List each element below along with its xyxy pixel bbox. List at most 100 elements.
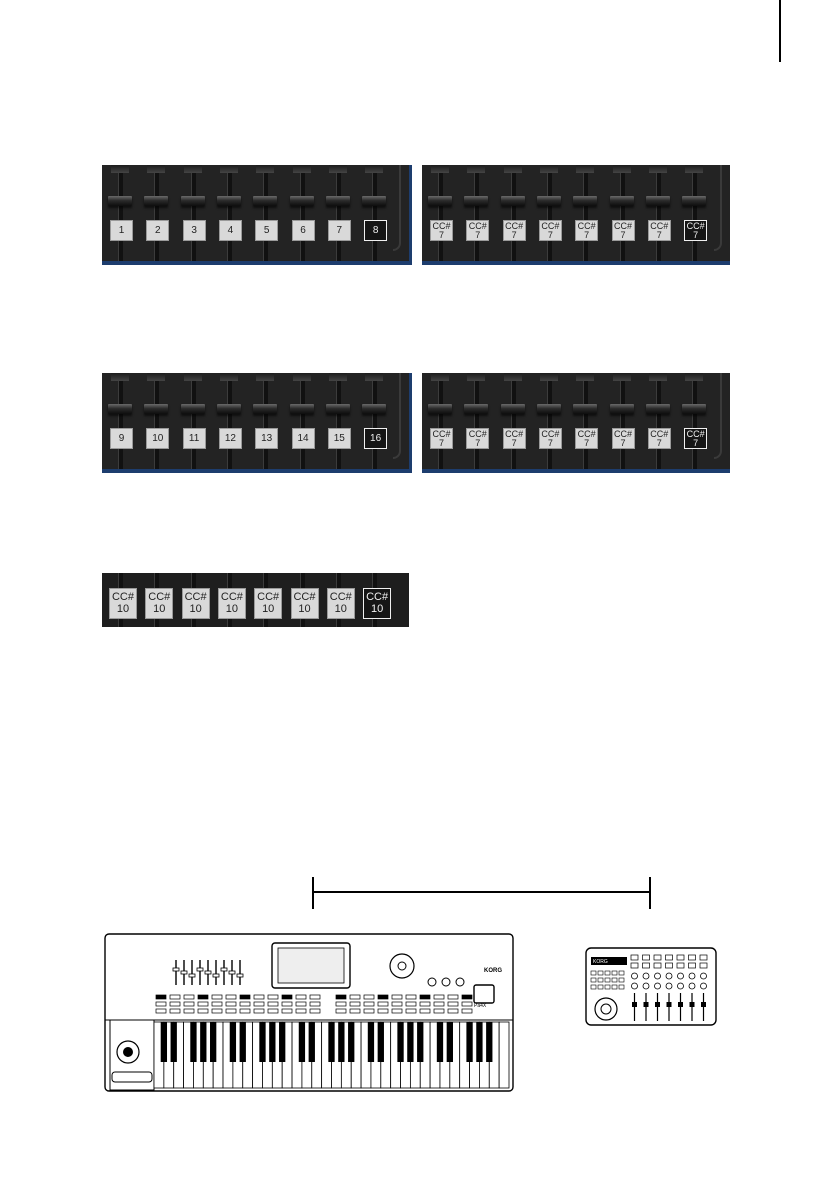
channel-label[interactable]: 9: [110, 428, 133, 449]
channel-label[interactable]: 2: [146, 220, 169, 241]
fader-strip[interactable]: 13: [251, 373, 279, 469]
fader-knob[interactable]: [108, 196, 132, 206]
fader-knob[interactable]: [362, 404, 386, 414]
fader-knob[interactable]: [682, 404, 706, 414]
channel-label[interactable]: CC#7: [503, 428, 526, 449]
channel-label[interactable]: CC#10: [363, 588, 391, 619]
fader-strip[interactable]: CC#10: [179, 573, 207, 627]
fader-strip[interactable]: CC#7: [571, 373, 599, 469]
channel-label[interactable]: CC#7: [539, 220, 562, 241]
fader-strip[interactable]: CC#7: [426, 165, 454, 261]
fader-knob[interactable]: [646, 404, 670, 414]
channel-label[interactable]: 5: [255, 220, 278, 241]
fader-strip[interactable]: CC#7: [535, 165, 563, 261]
channel-label[interactable]: CC#7: [430, 428, 453, 449]
fader-strip[interactable]: 14: [288, 373, 316, 469]
channel-label[interactable]: 1: [110, 220, 133, 241]
fader-strip[interactable]: 8: [360, 165, 388, 261]
fader-strip[interactable]: 6: [288, 165, 316, 261]
fader-strip[interactable]: CC#7: [426, 373, 454, 469]
channel-label[interactable]: 12: [219, 428, 242, 449]
fader-strip[interactable]: CC#7: [644, 373, 672, 469]
fader-knob[interactable]: [537, 404, 561, 414]
fader-strip[interactable]: CC#7: [462, 165, 490, 261]
fader-knob[interactable]: [326, 196, 350, 206]
fader-strip[interactable]: CC#7: [499, 373, 527, 469]
channel-label[interactable]: CC#10: [145, 588, 173, 619]
fader-knob[interactable]: [362, 196, 386, 206]
fader-knob[interactable]: [646, 196, 670, 206]
channel-label[interactable]: 14: [292, 428, 315, 449]
fader-strip[interactable]: CC#7: [462, 373, 490, 469]
fader-strip[interactable]: 4: [215, 165, 243, 261]
channel-label[interactable]: CC#7: [612, 220, 635, 241]
fader-strip[interactable]: CC#10: [106, 573, 134, 627]
fader-strip[interactable]: CC#10: [251, 573, 279, 627]
channel-label[interactable]: CC#7: [466, 428, 489, 449]
fader-knob[interactable]: [573, 404, 597, 414]
fader-knob[interactable]: [610, 404, 634, 414]
fader-knob[interactable]: [537, 196, 561, 206]
channel-label[interactable]: CC#10: [327, 588, 355, 619]
fader-knob[interactable]: [428, 404, 452, 414]
fader-knob[interactable]: [464, 404, 488, 414]
fader-knob[interactable]: [108, 404, 132, 414]
fader-knob[interactable]: [217, 196, 241, 206]
channel-label[interactable]: 16: [364, 428, 387, 449]
channel-label[interactable]: 8: [364, 220, 387, 241]
channel-label[interactable]: 10: [146, 428, 169, 449]
fader-strip[interactable]: 16: [360, 373, 388, 469]
fader-strip[interactable]: CC#10: [142, 573, 170, 627]
channel-label[interactable]: 4: [219, 220, 242, 241]
channel-label[interactable]: CC#7: [612, 428, 635, 449]
channel-label[interactable]: CC#10: [218, 588, 246, 619]
channel-label[interactable]: CC#7: [503, 220, 526, 241]
fader-knob[interactable]: [181, 404, 205, 414]
fader-knob[interactable]: [181, 196, 205, 206]
fader-knob[interactable]: [326, 404, 350, 414]
channel-label[interactable]: CC#7: [648, 428, 671, 449]
channel-label[interactable]: 7: [328, 220, 351, 241]
fader-strip[interactable]: CC#7: [608, 165, 636, 261]
fader-strip[interactable]: CC#7: [680, 165, 708, 261]
fader-strip[interactable]: CC#7: [680, 373, 708, 469]
fader-strip[interactable]: 10: [142, 373, 170, 469]
fader-strip[interactable]: CC#7: [644, 165, 672, 261]
fader-knob[interactable]: [501, 196, 525, 206]
fader-knob[interactable]: [464, 196, 488, 206]
channel-label[interactable]: CC#7: [648, 220, 671, 241]
channel-label[interactable]: CC#10: [291, 588, 319, 619]
channel-label[interactable]: CC#10: [109, 588, 137, 619]
fader-knob[interactable]: [217, 404, 241, 414]
fader-strip[interactable]: 12: [215, 373, 243, 469]
fader-knob[interactable]: [501, 404, 525, 414]
fader-strip[interactable]: 1: [106, 165, 134, 261]
fader-knob[interactable]: [144, 404, 168, 414]
fader-knob[interactable]: [573, 196, 597, 206]
channel-label[interactable]: 13: [255, 428, 278, 449]
channel-label[interactable]: CC#7: [430, 220, 453, 241]
fader-strip[interactable]: CC#10: [324, 573, 352, 627]
fader-knob[interactable]: [290, 404, 314, 414]
channel-label[interactable]: 6: [292, 220, 315, 241]
channel-label[interactable]: CC#7: [575, 220, 598, 241]
fader-knob[interactable]: [428, 196, 452, 206]
channel-label[interactable]: CC#7: [684, 428, 707, 449]
channel-label[interactable]: CC#7: [684, 220, 707, 241]
fader-strip[interactable]: CC#10: [215, 573, 243, 627]
fader-strip[interactable]: CC#10: [288, 573, 316, 627]
fader-strip[interactable]: 2: [142, 165, 170, 261]
fader-knob[interactable]: [144, 196, 168, 206]
fader-strip[interactable]: 5: [251, 165, 279, 261]
fader-knob[interactable]: [682, 196, 706, 206]
channel-label[interactable]: CC#10: [182, 588, 210, 619]
fader-strip[interactable]: 3: [179, 165, 207, 261]
fader-strip[interactable]: CC#10: [360, 573, 388, 627]
fader-strip[interactable]: 15: [324, 373, 352, 469]
fader-knob[interactable]: [290, 196, 314, 206]
channel-label[interactable]: 15: [328, 428, 351, 449]
fader-strip[interactable]: CC#7: [571, 165, 599, 261]
fader-knob[interactable]: [253, 404, 277, 414]
channel-label[interactable]: 11: [183, 428, 206, 449]
channel-label[interactable]: 3: [183, 220, 206, 241]
